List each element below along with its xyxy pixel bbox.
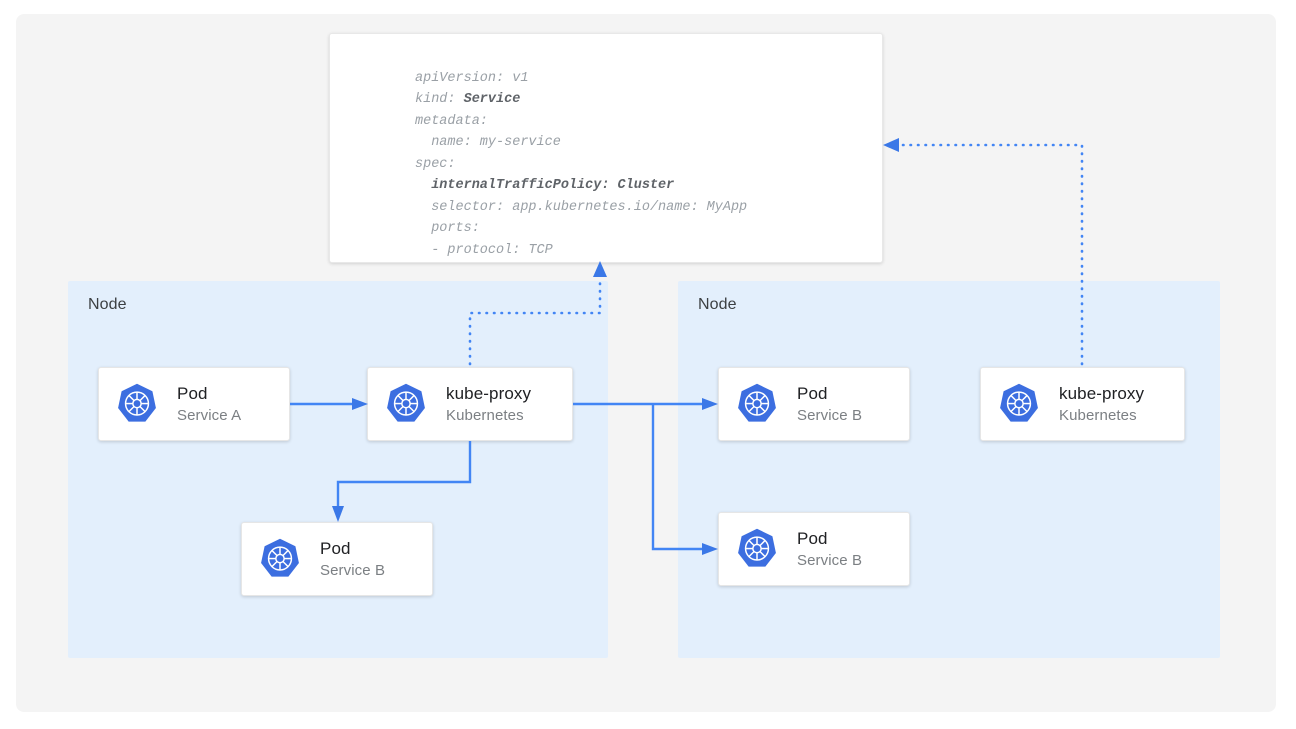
box-pod-service-b-right-top[interactable]: Pod Service B [718, 367, 910, 441]
box-text-kube-proxy-right: kube-proxy Kubernetes [1059, 383, 1144, 426]
box-pod-service-a[interactable]: Pod Service A [98, 367, 290, 441]
kubernetes-icon [261, 538, 299, 577]
box-subtitle: Service A [177, 406, 242, 424]
box-title: Pod [797, 528, 828, 548]
box-text-pod-service-a: Pod Service A [177, 383, 241, 426]
box-title: kube-proxy [446, 383, 532, 403]
box-pod-service-b-right-bottom[interactable]: Pod Service B [718, 512, 910, 586]
box-title: kube-proxy [1059, 383, 1145, 403]
node-label-right: Node [698, 296, 737, 313]
box-subtitle: Service B [320, 561, 386, 579]
box-kube-proxy-left[interactable]: kube-proxy Kubernetes [367, 367, 573, 441]
box-text-kube-proxy-left: kube-proxy Kubernetes [446, 383, 531, 426]
node-label-left: Node [88, 296, 127, 313]
box-subtitle: Kubernetes [1059, 406, 1137, 424]
kubernetes-icon [738, 528, 776, 567]
service-yaml-card: apiVersion: v1 kind: Service metadata: n… [329, 33, 883, 263]
box-text-pod-service-b-right-top: Pod Service B [797, 383, 862, 426]
box-text-pod-service-b-right-bottom: Pod Service B [797, 528, 862, 571]
service-yaml-code: apiVersion: v1 kind: Service metadata: n… [415, 70, 748, 258]
kubernetes-icon [387, 383, 425, 422]
kubernetes-icon [1000, 383, 1038, 422]
box-title: Pod [320, 538, 351, 558]
node-panel-left: Node [68, 281, 608, 658]
box-subtitle: Service B [797, 551, 863, 569]
box-title: Pod [797, 383, 828, 403]
kubernetes-icon [118, 383, 156, 422]
box-kube-proxy-right[interactable]: kube-proxy Kubernetes [980, 367, 1185, 441]
box-subtitle: Service B [797, 406, 863, 424]
kubernetes-icon [738, 383, 776, 422]
box-text-pod-service-b-left: Pod Service B [320, 538, 385, 581]
node-panel-right: Node [678, 281, 1220, 658]
box-pod-service-b-left[interactable]: Pod Service B [241, 522, 433, 596]
box-subtitle: Kubernetes [446, 406, 524, 424]
box-title: Pod [177, 383, 208, 403]
